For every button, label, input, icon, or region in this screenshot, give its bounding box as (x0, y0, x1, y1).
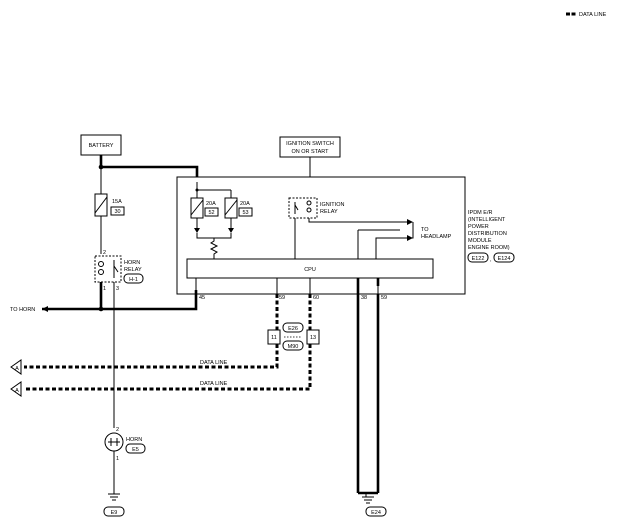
data-line-2-label: DATA LINE (200, 381, 228, 387)
fuse-20a-52-id: 52 (208, 210, 214, 216)
to-horn-label: TO HORN (10, 307, 35, 313)
pin-38: 38 (361, 295, 367, 301)
headlamp-line1: TO (421, 227, 429, 233)
horn-relay-pin-bot-b: 3 (116, 286, 119, 292)
battery-label: BATTERY (89, 143, 114, 149)
fuse-20a-53: 20A 53 (224, 190, 253, 219)
ground-left: E9 (103, 493, 125, 517)
joint-connector: 11 13 E26 M90 (267, 322, 320, 351)
svg-text:A: A (15, 366, 19, 372)
ipdm-label: IPDM E/R (INTELLIGENT POWER DISTRIBUTION… (467, 210, 515, 263)
ignition-relay: IGNITION RELAY (288, 197, 344, 219)
ignition-switch-line2: ON OR START (291, 149, 329, 155)
fuse-20a-53-id: 53 (242, 210, 248, 216)
fuse-20a-52-rating: 20A (206, 201, 216, 207)
horn-relay-pin-bot-a: 1 (103, 286, 106, 292)
cpu-label: CPU (304, 267, 316, 273)
pin-45: 45 (199, 295, 205, 301)
fuse-15a-rating: 15A (112, 199, 122, 205)
joint-pin-right: 13 (310, 335, 316, 341)
horn-pin-bot: 1 (116, 456, 119, 462)
battery-box: BATTERY (80, 134, 122, 156)
ipdm-line-3: POWER (468, 224, 489, 230)
joint-top-id: E26 (288, 326, 298, 332)
ground-right: E24 (358, 491, 387, 517)
horn-relay: 2 HORN RELAY H-1 1 3 (94, 250, 144, 292)
ipdm-line-2: (INTELLIGENT (468, 217, 506, 223)
fuse-15a: 15A 30 (94, 193, 125, 217)
headlamp-line2: HEADLAMP (421, 234, 452, 240)
ignition-relay-line1: IGNITION (320, 202, 344, 208)
fuse-15a-id: 30 (114, 209, 120, 215)
ground-right-id: E24 (371, 510, 381, 516)
cpu-block: CPU (186, 258, 434, 279)
ignition-relay-line2: RELAY (320, 209, 338, 215)
joint-bottom-id: M90 (288, 344, 299, 350)
ipdm-conn-b: E124 (498, 256, 511, 262)
pin-59: 59 (279, 295, 285, 301)
svg-text:A: A (15, 388, 19, 394)
horn-relay-line1: HORN (124, 260, 140, 266)
ground-left-id: E9 (111, 510, 118, 516)
ipdm-line-5: MODULE (468, 238, 492, 244)
ignition-switch-box: IGNITION SWITCH ON OR START (279, 136, 341, 158)
horn-id: E5 (132, 447, 139, 453)
horn-relay-pin-top: 2 (103, 250, 106, 256)
horn-relay-id: H-1 (129, 277, 138, 283)
pin-60: 60 (313, 295, 319, 301)
legend: DATA LINE (566, 12, 607, 18)
joint-pin-left: 11 (271, 335, 277, 341)
ipdm-conn-a: E122 (472, 256, 485, 262)
data-line-2-marker: A (10, 381, 22, 397)
horn-relay-line2: RELAY (124, 267, 142, 273)
svg-text:,: , (490, 257, 492, 263)
horn: 2 HORN E5 1 (104, 427, 146, 462)
ignition-switch-line1: IGNITION SWITCH (286, 141, 334, 147)
ipdm-line-1: IPDM E/R (468, 210, 492, 216)
ipdm-line-6: ENGINE ROOM) (468, 245, 510, 251)
fuse-20a-53-rating: 20A (240, 201, 250, 207)
fuse-20a-52: 20A 52 (190, 190, 219, 219)
horn-pin-top: 2 (116, 427, 119, 433)
horn-label: HORN (126, 437, 142, 443)
data-line-1-marker: A (10, 359, 22, 375)
legend-label: DATA LINE (579, 12, 607, 18)
ipdm-line-4: DISTRIBUTION (468, 231, 507, 237)
pin-59b: 59 (381, 295, 387, 301)
data-line-1-label: DATA LINE (200, 360, 228, 366)
